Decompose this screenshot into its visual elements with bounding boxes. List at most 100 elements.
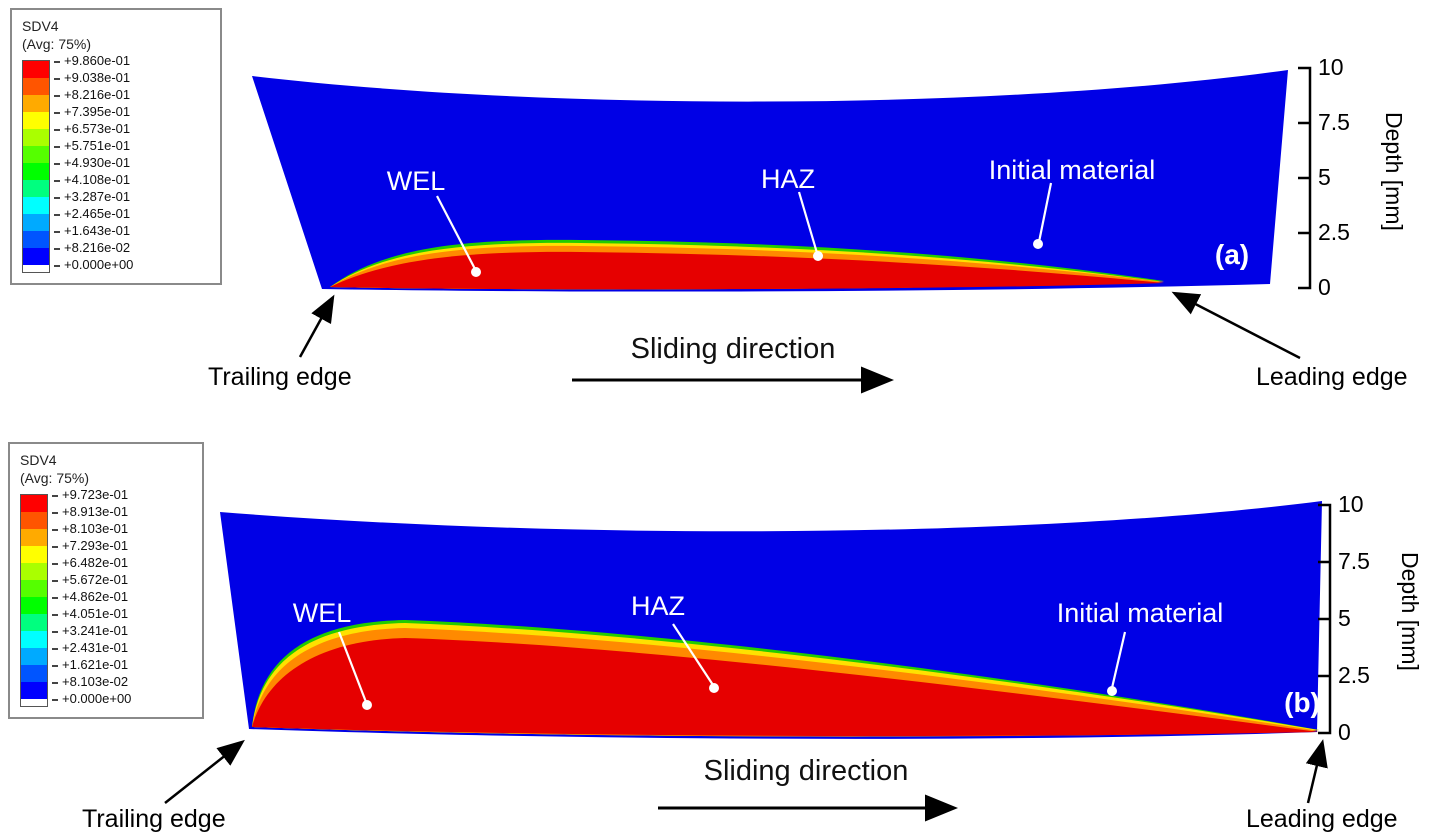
legend-value: +7.293e-01 [52,537,131,554]
legend-value: +2.465e-01 [54,205,133,222]
initial-material-leader-b [1110,631,1127,689]
depth-tick-7-5-a: 7.5 [1318,109,1350,135]
trailing-edge-arrow-b [164,739,245,804]
legend-color-scale-b: +9.723e-01+8.913e-01+8.103e-01+7.293e-01… [20,487,194,707]
legend-swatch [23,78,49,95]
legend-value: +4.862e-01 [52,588,131,605]
haz-label-b: HAZ [631,591,685,621]
legend-swatch [23,61,49,78]
depth-axis-a [1298,66,1312,290]
initial-material-label-b: Initial material [1056,598,1224,628]
depth-tick-2-5-a: 2.5 [1318,219,1350,245]
legend-value: +6.482e-01 [52,554,131,571]
legend-swatch [21,682,47,699]
haz-leader-a [797,191,819,254]
legend-panel-a: SDV4 (Avg: 75%) +9.860e-01+9.038e-01+8.2… [10,8,222,285]
legend-panel-b: SDV4 (Avg: 75%) +9.723e-01+8.913e-01+8.1… [8,442,204,719]
legend-swatch [23,95,49,112]
legend-value: +4.930e-01 [54,154,133,171]
legend-value: +0.000e+00 [52,690,131,707]
haz-marker-dot-a [813,251,823,261]
legend-value: +9.038e-01 [54,69,133,86]
legend-value: +5.751e-01 [54,137,133,154]
wel-marker-dot-b [362,700,372,710]
sliding-direction-label-a: Sliding direction [630,333,836,365]
legend-swatch [21,495,47,512]
legend-value: +8.216e-01 [54,86,133,103]
initial-material-label-a: Initial material [988,155,1156,185]
depth-tick-10-b: 10 [1338,491,1364,517]
leading-edge-arrow-b [1305,739,1328,804]
wel-label-a: WEL [386,166,446,196]
legend-swatch [21,614,47,631]
legend-value: +1.643e-01 [54,222,133,239]
haz-leader-b [672,623,714,686]
legend-swatch [23,129,49,146]
haz-label-a: HAZ [761,164,815,194]
trailing-edge-label-a: Trailing edge [208,363,352,391]
legend-value: +4.108e-01 [54,171,133,188]
sliding-direction-label-b: Sliding direction [703,755,909,787]
legend-swatch [21,665,47,682]
legend-value: +4.051e-01 [52,605,131,622]
legend-value: +2.431e-01 [52,639,131,656]
legend-value: +7.395e-01 [54,103,133,120]
wel-marker-dot-a [471,267,481,277]
depth-axis-label-a: Depth [mm] [1381,112,1408,231]
depth-tick-7-5-b: 7.5 [1338,548,1370,574]
contour-body-a [252,70,1288,292]
legend-swatch [21,563,47,580]
legend-value: +9.723e-01 [52,486,131,503]
initial-material-marker-dot-b [1107,686,1117,696]
legend-swatch [23,197,49,214]
legend-value: +8.103e-01 [52,520,131,537]
legend-swatch [23,214,49,231]
wel-leader-b [337,631,368,703]
legend-swatch [21,648,47,665]
legend-swatch [23,112,49,129]
legend-swatch [21,631,47,648]
depth-tick-5-b: 5 [1338,605,1351,631]
legend-subtitle-b: (Avg: 75%) [20,470,89,486]
depth-tick-5-a: 5 [1318,164,1331,190]
legend-swatch [21,546,47,563]
legend-subtitle-a: (Avg: 75%) [22,36,91,52]
legend-swatch [23,146,49,163]
depth-tick-10-a: 10 [1318,54,1344,80]
legend-swatch [23,248,49,265]
panel-letter-a: (a) [1214,239,1250,270]
wel-label-b: WEL [292,598,352,628]
initial-material-leader-a [1037,182,1053,243]
legend-value: +1.621e-01 [52,656,131,673]
legend-swatch [21,580,47,597]
legend-value: +0.000e+00 [54,256,133,273]
initial-material-marker-dot-a [1033,239,1043,249]
depth-tick-0-a: 0 [1318,274,1331,300]
depth-axis-b [1318,503,1332,735]
leading-edge-arrow-a [1171,291,1301,360]
legend-value: +8.913e-01 [52,503,131,520]
legend-value: +6.573e-01 [54,120,133,137]
legend-swatch [21,529,47,546]
panel-letter-b: (b) [1284,687,1320,718]
legend-swatch [21,512,47,529]
legend-value: +3.287e-01 [54,188,133,205]
trailing-edge-arrow-a [298,294,335,358]
legend-value: +8.103e-02 [52,673,131,690]
trailing-edge-label-b: Trailing edge [82,805,226,833]
legend-swatch [23,163,49,180]
wel-core-red-a [330,251,1164,290]
haz-marker-dot-b [709,683,719,693]
legend-value: +3.241e-01 [52,622,131,639]
wel-core-red-b [252,638,1319,737]
legend-value: +8.216e-02 [54,239,133,256]
legend-swatch [23,180,49,197]
legend-value: +9.860e-01 [54,52,133,69]
leading-edge-label-b: Leading edge [1246,805,1398,833]
legend-color-scale-a: +9.860e-01+9.038e-01+8.216e-01+7.395e-01… [22,53,212,273]
legend-swatch [21,597,47,614]
depth-tick-0-b: 0 [1338,719,1351,745]
depth-axis-label-b: Depth [mm] [1397,552,1424,671]
legend-title-a: SDV4 [22,18,59,34]
